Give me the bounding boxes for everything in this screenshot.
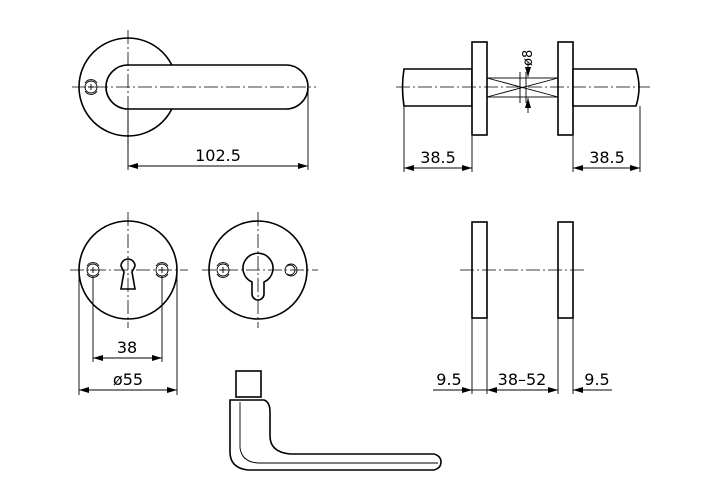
left-thickness-label: 9.5 — [436, 370, 461, 389]
left-rose-plate — [471, 41, 488, 136]
right-rose-plate — [557, 41, 574, 136]
door-section-view: 9.5 38–52 9.5 — [433, 221, 612, 394]
door-thickness-label: 38–52 — [498, 370, 547, 389]
screw-spacing-label: 38 — [117, 338, 137, 357]
spindle — [486, 72, 559, 103]
lever-side-profile — [229, 370, 442, 471]
right-projection-label: 38.5 — [589, 148, 625, 167]
right-lever-stub — [572, 68, 640, 107]
spindle-label: ø8 — [521, 50, 536, 66]
side-view: ø8 38.5 38.5 — [396, 41, 650, 172]
left-lever-stub — [401, 68, 473, 107]
cylinder-escutcheon-view — [202, 212, 318, 328]
rose-diameter-label: ø55 — [113, 370, 143, 389]
right-thickness-label: 9.5 — [584, 370, 609, 389]
lever-profile-inner-line — [239, 402, 438, 464]
keyhole-cutout — [120, 258, 136, 290]
lever-profile-outline — [229, 399, 442, 471]
lever-length-label: 102.5 — [195, 146, 241, 165]
keyhole-escutcheon-view: 38 ø55 — [70, 212, 188, 395]
lever-front-view: 102.5 — [72, 30, 316, 170]
left-projection-label: 38.5 — [420, 148, 456, 167]
spindle-neck — [235, 370, 262, 398]
